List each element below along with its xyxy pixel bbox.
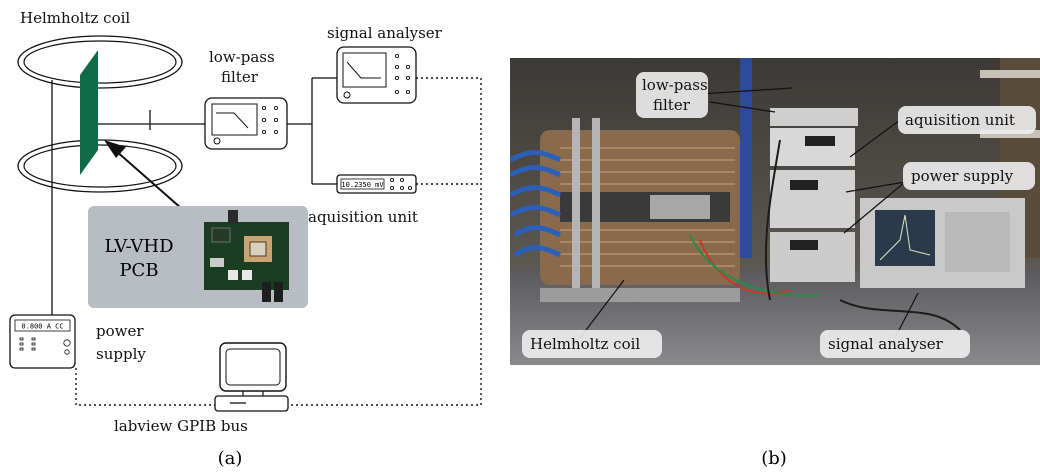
power-supply-label-line1: power: [96, 322, 144, 340]
lowpass-buttons: [261, 105, 279, 135]
power-supply-label-line2: supply: [96, 345, 146, 363]
coil-ring-bottom-outer: [17, 139, 183, 193]
pcb-photo: [204, 210, 289, 302]
caption-b: (b): [761, 448, 787, 469]
acquisition-display: [340, 178, 385, 190]
computer-screen: [225, 348, 281, 386]
photo-label-acquisition: aquisition unit: [898, 106, 1036, 134]
pcb-label-line1: LV-VHD: [104, 236, 173, 257]
photo-label-lowpass-line2: filter: [653, 96, 691, 114]
photo-label-lowpass: low-pass filter: [636, 72, 708, 118]
gpib-bus-main: [288, 77, 482, 406]
power-supply-controls: [19, 337, 71, 355]
signal-analyser-label: signal analyser: [327, 24, 443, 42]
photo-label-helmholtz: Helmholtz coil: [522, 330, 662, 358]
signal-analyser-trace: [346, 61, 381, 79]
pcb-label-line2: PCB: [119, 260, 158, 281]
acquisition-display-text: 10.2350 mV: [341, 181, 384, 189]
power-supply-display: [14, 319, 71, 332]
gpib-bus-power: [75, 368, 215, 406]
photo-label-signal-text: signal analyser: [828, 335, 944, 353]
photo-label-power: power supply: [903, 162, 1035, 190]
lowpass-screen: [211, 103, 258, 136]
lowpass-label-line1: low-pass: [209, 48, 275, 66]
signal-analyser-screen: [342, 52, 387, 88]
signal-analyser-knob: [343, 91, 351, 99]
photo-label-lowpass-line1: low-pass: [642, 76, 708, 94]
panel-a: Helmholtz coil low-pass filter signal an…: [9, 9, 482, 469]
caption-a: (a): [218, 448, 243, 469]
photo-label-acquisition-text: aquisition unit: [905, 111, 1015, 129]
acquisition-buttons: [389, 177, 413, 191]
photo-label-helmholtz-text: Helmholtz coil: [530, 335, 640, 353]
lowpass-knob: [213, 137, 221, 145]
coil-ring-top-inner: [23, 40, 177, 84]
labview-label: labview GPIB bus: [114, 417, 248, 435]
computer-base: [214, 395, 289, 412]
signal-analyser-buttons: [394, 53, 411, 95]
lowpass-curve: [216, 112, 249, 129]
photo-label-power-text: power supply: [911, 167, 1014, 185]
coil-ring-top-outer: [17, 35, 183, 89]
coil-ring-bottom-inner: [23, 144, 177, 188]
sensor-plate: [80, 50, 98, 175]
panel-b: low-pass filter aquisition unit power su…: [510, 58, 1040, 469]
photo-label-signal: signal analyser: [820, 330, 970, 358]
helmholtz-coil-label: Helmholtz coil: [20, 9, 130, 27]
lowpass-label-line2: filter: [221, 68, 259, 86]
pcb-arrow-line: [114, 149, 191, 217]
power-supply-display-text: 0.800 A CC: [21, 323, 63, 331]
lab-photo: [510, 58, 1040, 365]
acquisition-unit-label: aquisition unit: [308, 208, 418, 226]
pcb-arrow-head: [104, 140, 126, 158]
